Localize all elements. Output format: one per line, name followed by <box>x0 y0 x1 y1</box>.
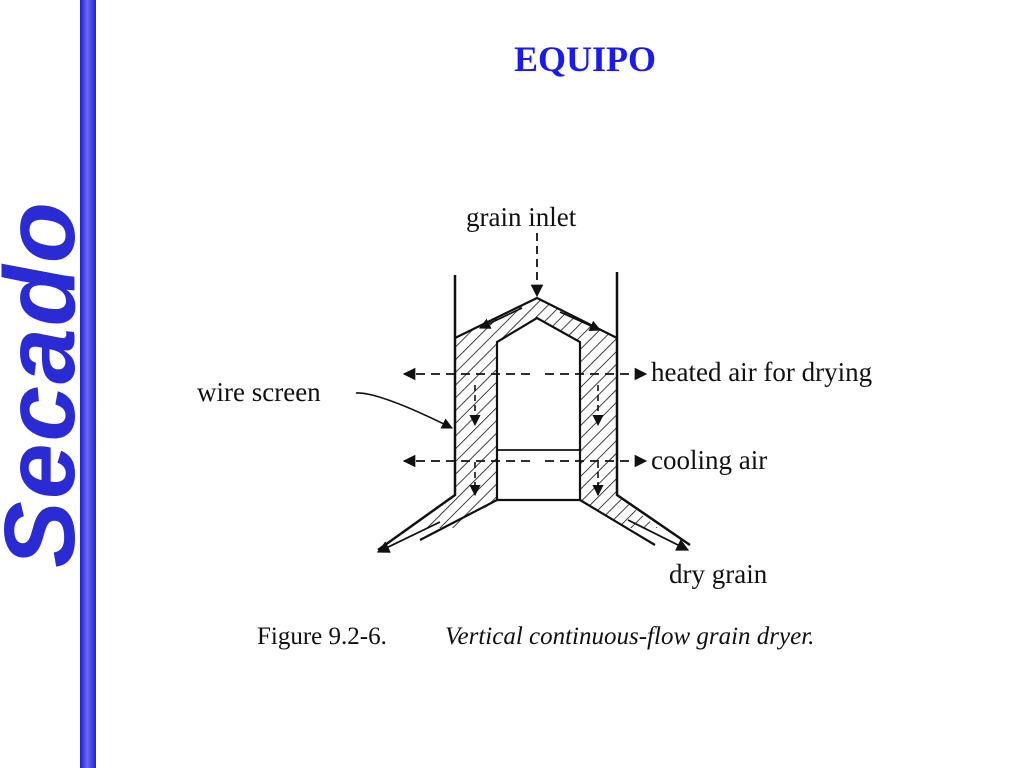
wire-screen-leader <box>355 392 454 429</box>
chute-right-inner <box>579 499 656 546</box>
sidebar-accent-bar <box>80 0 96 768</box>
dry-grain-arrow-left <box>376 521 441 553</box>
inner-chamber <box>495 316 582 502</box>
roof-flow-arrow-left <box>478 307 523 329</box>
outer-wall-right <box>615 272 691 547</box>
label-dry-grain: dry grain <box>669 559 768 589</box>
label-cooling-air: cooling air <box>651 445 767 475</box>
label-grain-inlet: grain inlet <box>466 202 577 232</box>
figure-caption-number: Figure 9.2-6. <box>257 623 387 650</box>
outer-wall-left <box>377 275 457 552</box>
slide-title: EQUIPO <box>513 39 656 79</box>
figure-caption-text: Vertical continuous-flow grain dryer. <box>445 623 814 650</box>
label-heated-air: heated air for drying <box>651 357 872 387</box>
roof-flow-arrow-right <box>559 311 602 331</box>
chute-left-inner <box>419 499 498 541</box>
label-wire-screen: wire screen <box>197 377 321 407</box>
dry-grain-arrow-right <box>627 519 690 551</box>
grain-column-hatching <box>420 298 658 528</box>
